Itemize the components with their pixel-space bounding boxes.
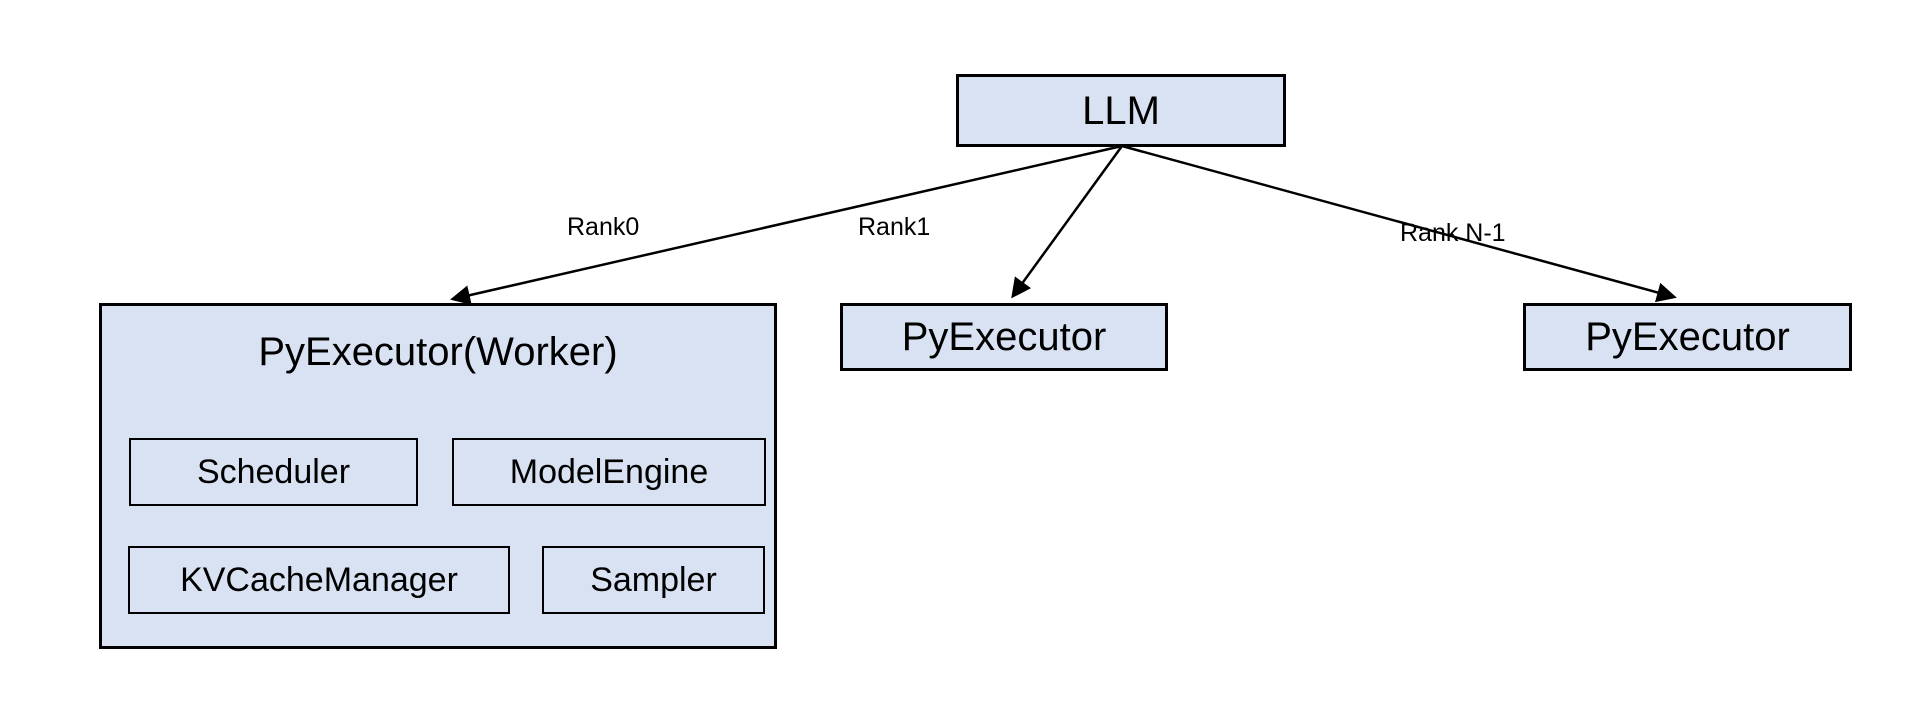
node-llm-label: LLM [1082, 88, 1160, 133]
node-pyexecutor-rank1-label: PyExecutor [901, 315, 1107, 359]
arrow-llm-to-executor-rankN1 [1121, 144, 1677, 303]
node-llm: LLM [956, 74, 1286, 147]
edge-label-rank0: Rank0 [567, 213, 640, 241]
node-modelengine: ModelEngine [452, 438, 766, 506]
node-pyexecutor-rank-n-1: PyExecutor [1523, 303, 1852, 371]
edge-label-rank-n-1: Rank N-1 [1400, 219, 1506, 247]
node-pyexecutor-rank1: PyExecutor [840, 303, 1168, 371]
node-kvcachemanager: KVCacheManager [128, 546, 510, 614]
node-sampler: Sampler [542, 546, 765, 614]
node-scheduler: Scheduler [129, 438, 418, 506]
edge-label-rank1: Rank1 [858, 213, 931, 241]
arrow-llm-to-executor-rank1 [1011, 145, 1124, 299]
arrow-llm-to-worker-rank0 [450, 144, 1123, 305]
node-pyexecutor-worker: PyExecutor(Worker) Scheduler ModelEngine… [99, 303, 777, 649]
node-pyexecutor-rank-n-1-label: PyExecutor [1585, 315, 1790, 359]
node-pyexecutor-worker-title: PyExecutor(Worker) [258, 330, 618, 374]
